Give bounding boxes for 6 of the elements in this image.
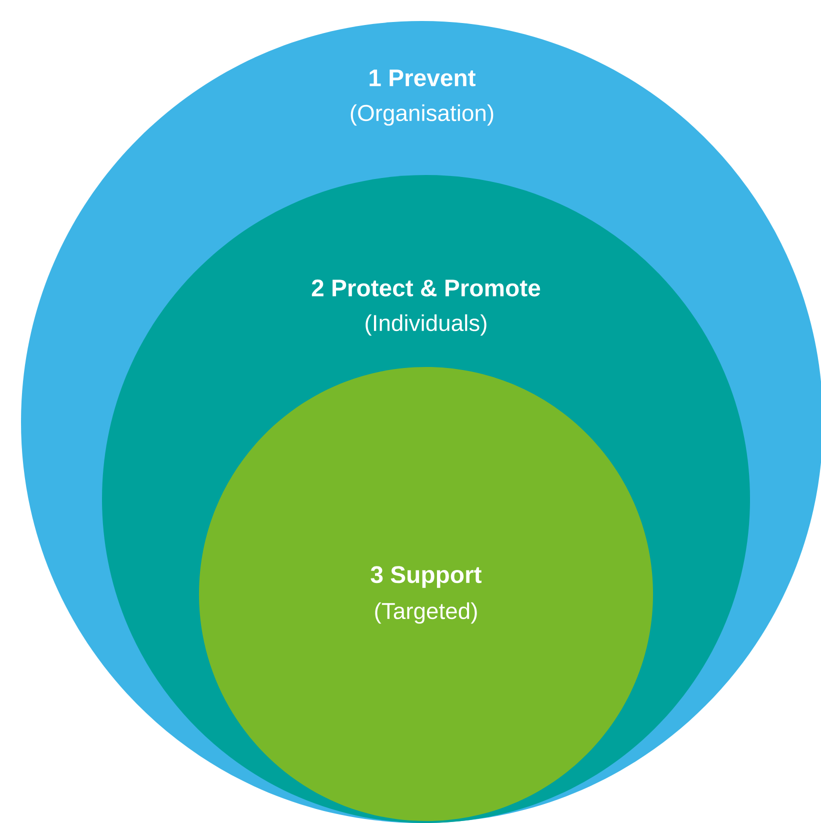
heading: 3 Support — [370, 566, 482, 588]
heading: 2 Protect & Promote — [312, 280, 540, 296]
subheading: (Individuals) — [366, 314, 486, 336]
heading: 1 Prevent — [370, 70, 476, 86]
subheading: (Targeted) — [375, 602, 477, 624]
subheading: (Organisation) — [350, 104, 494, 126]
